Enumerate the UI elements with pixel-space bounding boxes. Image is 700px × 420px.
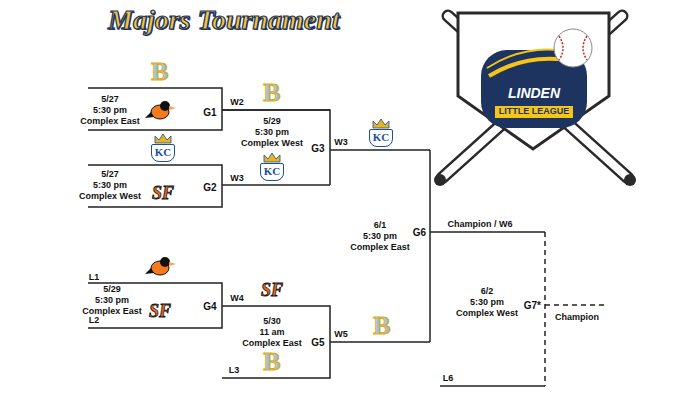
bracket-lines <box>430 231 545 233</box>
bracket-label: 5/29 <box>263 117 281 127</box>
orioles-logo <box>169 262 176 266</box>
bracket-label: Complex West <box>79 192 141 202</box>
bracket-label: L2 <box>89 316 100 326</box>
home-plate <box>455 10 612 152</box>
orioles-logo <box>145 101 176 119</box>
baseball-stitches <box>559 36 587 60</box>
league-logo: LINDEN LITTLE LEAGUE <box>455 10 612 152</box>
bracket-label: Complex East <box>242 339 302 349</box>
team-logo: SF <box>149 302 171 320</box>
bracket-label: Complex East <box>350 243 410 253</box>
team-logo: B <box>373 313 390 339</box>
team-logo: B <box>263 349 280 375</box>
bracket-label: L3 <box>229 366 240 376</box>
bracket-label: W3 <box>334 138 348 148</box>
team-logo: B <box>151 59 168 85</box>
bracket-label: 6/1 <box>374 221 387 231</box>
bracket-label: 5:30 pm <box>363 232 397 242</box>
title: Majors Tournament <box>108 4 340 36</box>
game-number: G7* <box>524 300 541 311</box>
bracket-label: 5/27 <box>101 95 119 105</box>
orioles-logo <box>160 257 170 267</box>
crossed-bats <box>624 174 636 186</box>
baseball <box>554 29 592 67</box>
bracket-label: Champion / W6 <box>448 220 513 230</box>
crossed-bats <box>434 174 446 186</box>
game-number: G1 <box>203 107 216 118</box>
home-plate <box>458 13 609 149</box>
bracket-label: 5:30 pm <box>470 298 504 308</box>
bracket-label: W4 <box>230 294 244 304</box>
league-name: LINDEN <box>508 86 560 101</box>
bracket-lines <box>429 150 431 342</box>
orioles-logo <box>169 106 176 110</box>
game-number: G2 <box>203 182 216 193</box>
kc-crown <box>373 119 389 128</box>
bracket-label: 5:30 pm <box>255 128 289 138</box>
game-number: G4 <box>203 301 216 312</box>
team-logo: KC <box>260 163 285 181</box>
bracket-lines <box>545 304 605 306</box>
orioles-logo <box>160 101 170 111</box>
bracket-label: 5/29 <box>103 285 121 295</box>
bracket-label: 5:30 pm <box>93 181 127 191</box>
bracket-label: Complex West <box>241 139 303 149</box>
league-subtitle: LITTLE LEAGUE <box>495 106 574 118</box>
team-logo: KC <box>151 144 176 162</box>
game-number: G5 <box>311 337 324 348</box>
bracket-lines <box>330 149 430 151</box>
bracket-lines <box>544 232 546 386</box>
bracket-label: 5:30 pm <box>93 106 127 116</box>
bracket-lines <box>222 306 330 378</box>
bracket-label: W3 <box>230 174 244 184</box>
badge-swoosh <box>487 49 559 68</box>
orioles-logo <box>145 112 154 118</box>
bracket-label: 6/2 <box>481 287 494 297</box>
orioles-logo <box>145 268 154 274</box>
team-logo: B <box>263 80 280 106</box>
game-number: G6 <box>413 227 426 238</box>
game-number: G3 <box>311 143 324 154</box>
bracket-label: L6 <box>443 374 454 384</box>
bracket-lines <box>88 283 222 328</box>
team-logo: SF <box>261 281 283 299</box>
bracket-label: L1 <box>89 273 100 283</box>
team-logo: KC <box>369 129 394 147</box>
kc-crown <box>264 153 280 162</box>
bracket-label: 11 am <box>259 328 284 338</box>
bracket-label: 5/27 <box>101 170 119 180</box>
bracket-label: W2 <box>230 98 244 108</box>
bracket-label: Complex East <box>80 117 140 127</box>
bracket-lines <box>440 385 545 387</box>
bracket-label: Complex West <box>456 309 518 319</box>
bracket-label: W5 <box>334 330 348 340</box>
kc-crown <box>155 134 171 143</box>
bracket-lines <box>222 184 330 186</box>
team-logo: SF <box>152 184 174 202</box>
bracket-label: Champion <box>555 313 599 323</box>
bracket-label: 5:30 pm <box>95 296 129 306</box>
orioles-logo <box>145 257 176 275</box>
bracket-label: 5/30 <box>263 317 281 327</box>
bracket-lines <box>222 110 330 185</box>
bracket-lines <box>330 341 430 343</box>
